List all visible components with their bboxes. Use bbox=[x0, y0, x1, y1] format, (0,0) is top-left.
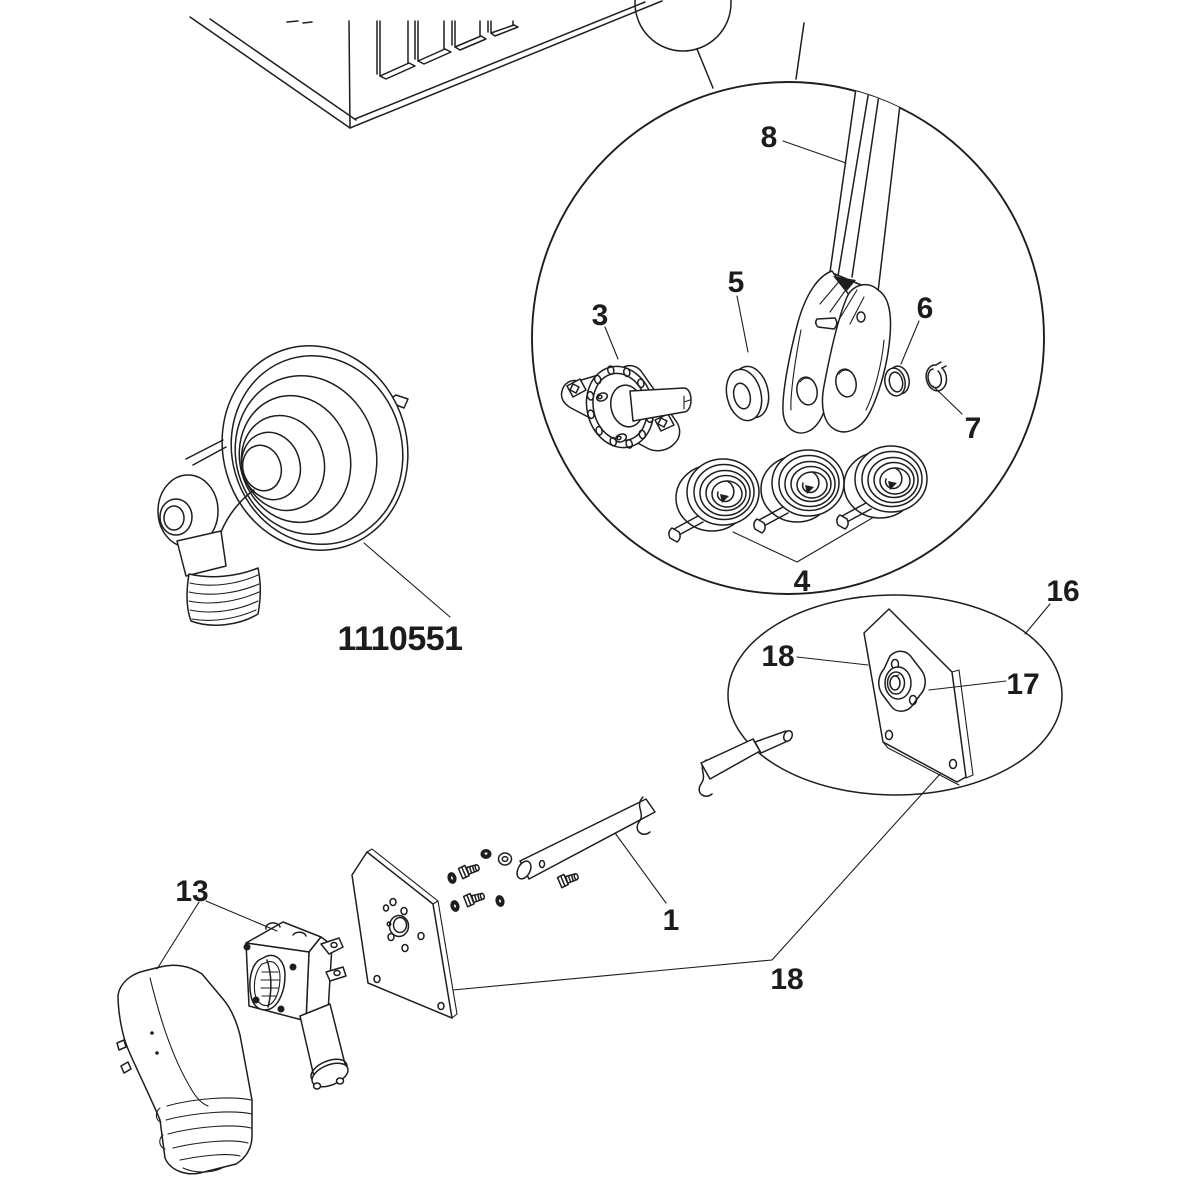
callout-labels: 8 3 5 6 7 4 16 18 17 1 13 18 1110551 bbox=[175, 121, 1079, 996]
washer-part-6 bbox=[884, 365, 910, 397]
cabinet-dashes bbox=[286, 20, 313, 24]
highlighted-drum-part bbox=[157, 345, 451, 626]
motor-cover-part-13 bbox=[116, 964, 253, 1175]
hub-part-3 bbox=[560, 364, 692, 452]
leader-line-5 bbox=[736, 295, 749, 353]
leader-line-13 bbox=[156, 900, 278, 970]
leader-line-8 bbox=[782, 140, 847, 164]
leader-line-6 bbox=[900, 320, 920, 365]
part-label-5: 5 bbox=[728, 266, 745, 299]
part-label-8: 8 bbox=[761, 121, 778, 154]
part-label-16: 16 bbox=[1046, 575, 1079, 608]
motor-part-13 bbox=[243, 921, 349, 1090]
leader-line-18a bbox=[796, 656, 869, 666]
retaining-ring-part-7 bbox=[925, 361, 948, 392]
leader-line-1 bbox=[614, 832, 667, 904]
shaft-part-1 bbox=[516, 729, 794, 880]
leader-line-16 bbox=[1024, 603, 1051, 635]
springs-part-4 bbox=[668, 445, 928, 563]
part-label-13: 13 bbox=[175, 875, 208, 908]
mounting-plate-part-18 bbox=[351, 848, 458, 1019]
leader-lines bbox=[156, 140, 1051, 991]
detail-circle bbox=[531, 81, 1045, 595]
part-label-1: 1 bbox=[663, 904, 680, 937]
part-label-6: 6 bbox=[917, 292, 934, 325]
break-line bbox=[636, 796, 651, 835]
spacer-part-5 bbox=[725, 365, 770, 422]
bushing-part-17 bbox=[878, 650, 926, 712]
cabinet-assembly bbox=[189, 0, 663, 129]
part-label-4: 4 bbox=[794, 565, 811, 598]
drum-handle-arm bbox=[157, 439, 261, 626]
leader-line-18b bbox=[452, 773, 941, 991]
leader-line-7 bbox=[932, 385, 963, 415]
callout-source-circle bbox=[634, 0, 805, 89]
part-label-3: 3 bbox=[592, 299, 609, 332]
leader-line-17 bbox=[928, 680, 1007, 691]
highlighted-part-number: 1110551 bbox=[337, 620, 462, 658]
leader-line-1110551 bbox=[363, 542, 451, 618]
callout-connector-line bbox=[696, 48, 714, 89]
part-label-18-ellipse: 18 bbox=[761, 640, 794, 673]
part-label-17: 17 bbox=[1006, 668, 1039, 701]
leader-line-3 bbox=[604, 326, 619, 360]
hardware-fasteners bbox=[447, 849, 581, 912]
ratchet-lever-part-8 bbox=[782, 82, 904, 434]
detail-ellipse bbox=[727, 594, 1063, 796]
callout-connector-line bbox=[795, 22, 805, 80]
part-label-7: 7 bbox=[965, 412, 982, 445]
leader-line-4 bbox=[732, 516, 875, 563]
part-label-18-bottom: 18 bbox=[770, 963, 803, 996]
louver-vents bbox=[376, 20, 519, 80]
